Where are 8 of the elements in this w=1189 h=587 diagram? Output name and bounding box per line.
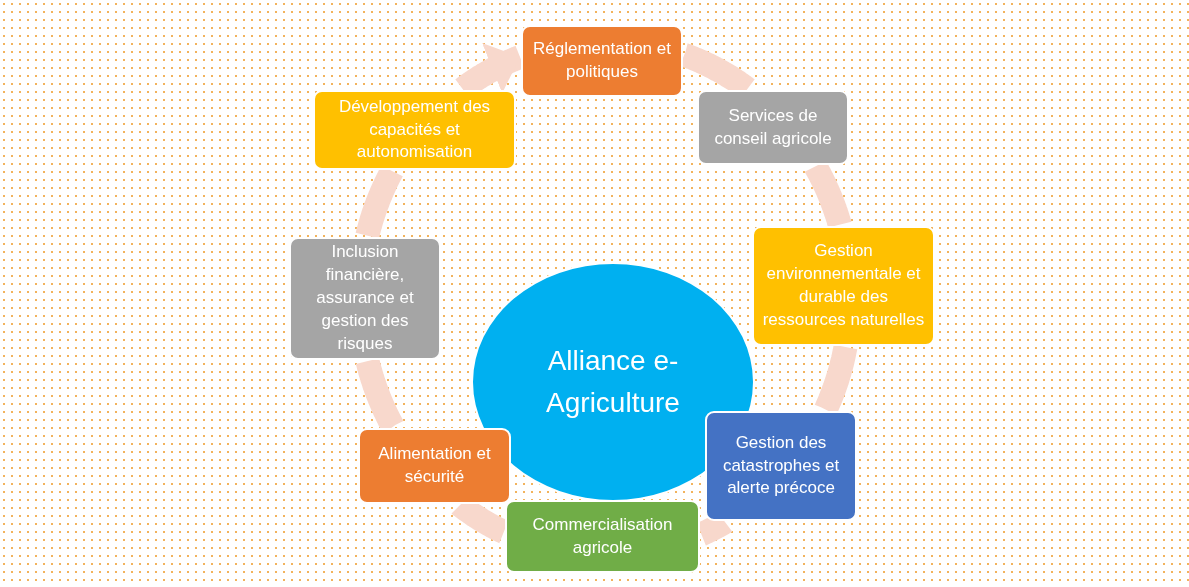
topic-box: Commercialisation agricole [505,500,700,573]
topic-box: Services de conseil agricole [697,90,849,165]
topic-box: Inclusion financière, assurance et gestion des risques [289,237,441,360]
topic-box: Gestion environnementale et durable des ressources naturelles [752,226,935,346]
topic-box: Alimentation et sécurité [358,428,511,504]
topic-box: Développement des capacités et autonomisation [313,90,516,170]
topic-box: Réglementation et politiques [521,25,683,97]
topic-box: Gestion des catastrophes et alerte précoce [705,411,857,521]
